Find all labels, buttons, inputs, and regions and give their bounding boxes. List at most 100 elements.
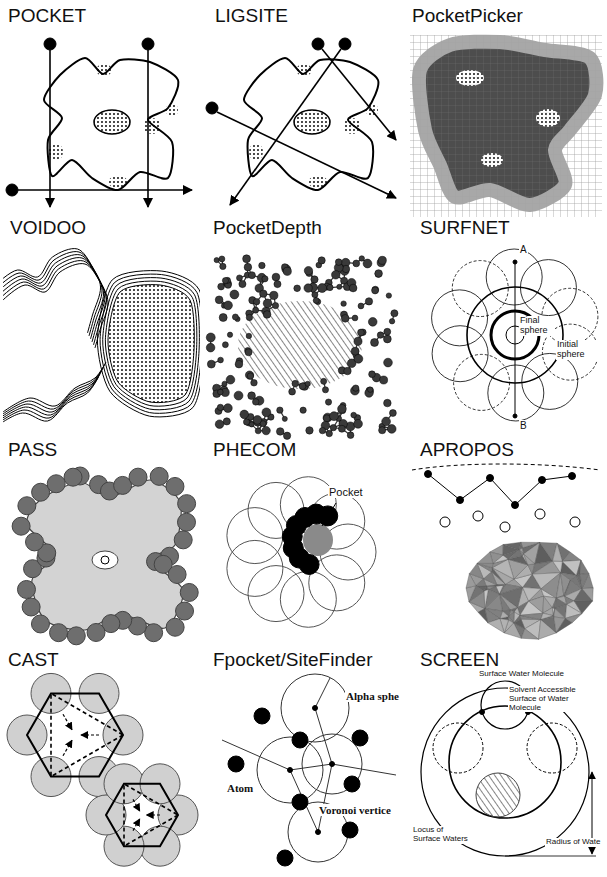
atom — [384, 328, 391, 335]
surface-atom — [569, 473, 576, 480]
facet — [503, 542, 521, 549]
atom — [222, 342, 228, 348]
atom — [247, 373, 253, 379]
cavity — [92, 551, 118, 569]
probe-sphere — [18, 497, 36, 515]
atom — [218, 283, 225, 290]
atom — [249, 422, 254, 427]
surface-contour — [3, 252, 102, 336]
atom — [342, 265, 349, 272]
atom — [327, 284, 333, 290]
atom — [220, 263, 226, 269]
facet — [565, 614, 582, 623]
atom — [251, 379, 258, 386]
atom — [283, 432, 290, 439]
facet — [553, 561, 563, 573]
protein-body — [27, 480, 184, 630]
surface-contour — [3, 371, 102, 421]
facet — [574, 601, 592, 614]
atom — [311, 276, 318, 283]
protein-outline — [244, 58, 378, 190]
fpocket-panel — [222, 674, 396, 866]
facet — [469, 563, 483, 578]
flow-arrow — [81, 734, 99, 735]
atom — [215, 420, 224, 429]
atom — [217, 389, 223, 395]
atom — [277, 850, 293, 866]
atom — [389, 410, 396, 417]
atom — [382, 417, 391, 426]
alpha-shape-edge — [27, 693, 123, 776]
voidoo-panel — [3, 249, 200, 427]
atom — [375, 271, 382, 278]
atom — [326, 430, 332, 436]
surface-line — [428, 474, 572, 505]
atom — [248, 272, 255, 279]
buried-atom — [473, 511, 483, 521]
atom — [352, 730, 368, 746]
atom — [222, 381, 227, 386]
buried-atom — [476, 773, 520, 817]
voronoi-vertex — [316, 830, 321, 835]
facet — [466, 574, 476, 588]
atom — [224, 301, 233, 310]
atom — [292, 732, 308, 748]
atom — [378, 256, 386, 264]
atom — [262, 426, 270, 434]
panel-title: Fpocket/SiteFinder — [213, 650, 372, 671]
annotation-label: Alpha sphe — [345, 690, 400, 702]
atom — [319, 427, 325, 433]
probe-water — [527, 723, 577, 773]
facet — [499, 594, 517, 610]
atom — [351, 347, 359, 355]
atom — [313, 297, 319, 303]
grid — [410, 35, 602, 217]
annotation-label: Locus of Surface Waters — [412, 826, 474, 844]
probe-sphere — [180, 583, 198, 601]
probe-dot — [339, 38, 351, 50]
voronoi-vertex — [313, 706, 318, 711]
atom — [214, 257, 219, 262]
annotation-label: Surface Water Molecule — [478, 670, 565, 679]
atom — [239, 280, 246, 287]
facet — [477, 563, 493, 567]
atom — [389, 319, 394, 324]
atom — [304, 267, 312, 275]
initial-sphere — [467, 287, 563, 383]
atom — [262, 408, 271, 417]
pocket-stipple — [143, 118, 161, 134]
facet — [582, 588, 593, 601]
atom — [342, 822, 358, 838]
pocket-stipple — [49, 143, 63, 161]
facet — [478, 608, 488, 622]
dashed-triangle — [51, 693, 123, 776]
atom — [244, 263, 252, 271]
atom-sphere — [432, 326, 488, 382]
atom — [337, 284, 342, 289]
atom — [226, 375, 235, 384]
facet — [562, 552, 581, 561]
atom — [383, 335, 391, 343]
atom — [206, 333, 215, 342]
surfnet-panel — [432, 249, 599, 421]
panel-title: SCREEN — [420, 650, 499, 671]
atom — [227, 332, 232, 337]
atom — [292, 380, 299, 387]
atom — [277, 407, 283, 413]
dimension-tick — [505, 856, 596, 857]
atom — [215, 296, 223, 304]
probe-sphere — [12, 517, 30, 535]
atom — [353, 385, 359, 391]
atom — [232, 314, 238, 320]
solvent-accessible-surface — [449, 706, 561, 818]
panel-title: POCKET — [8, 6, 86, 27]
probe-sphere — [31, 615, 49, 633]
atom — [325, 399, 331, 405]
probe-sphere — [32, 483, 50, 501]
atom — [368, 387, 373, 392]
atom — [379, 427, 386, 434]
panel-title: VOIDOO — [10, 218, 86, 239]
facet — [488, 619, 505, 633]
atom — [270, 291, 278, 299]
